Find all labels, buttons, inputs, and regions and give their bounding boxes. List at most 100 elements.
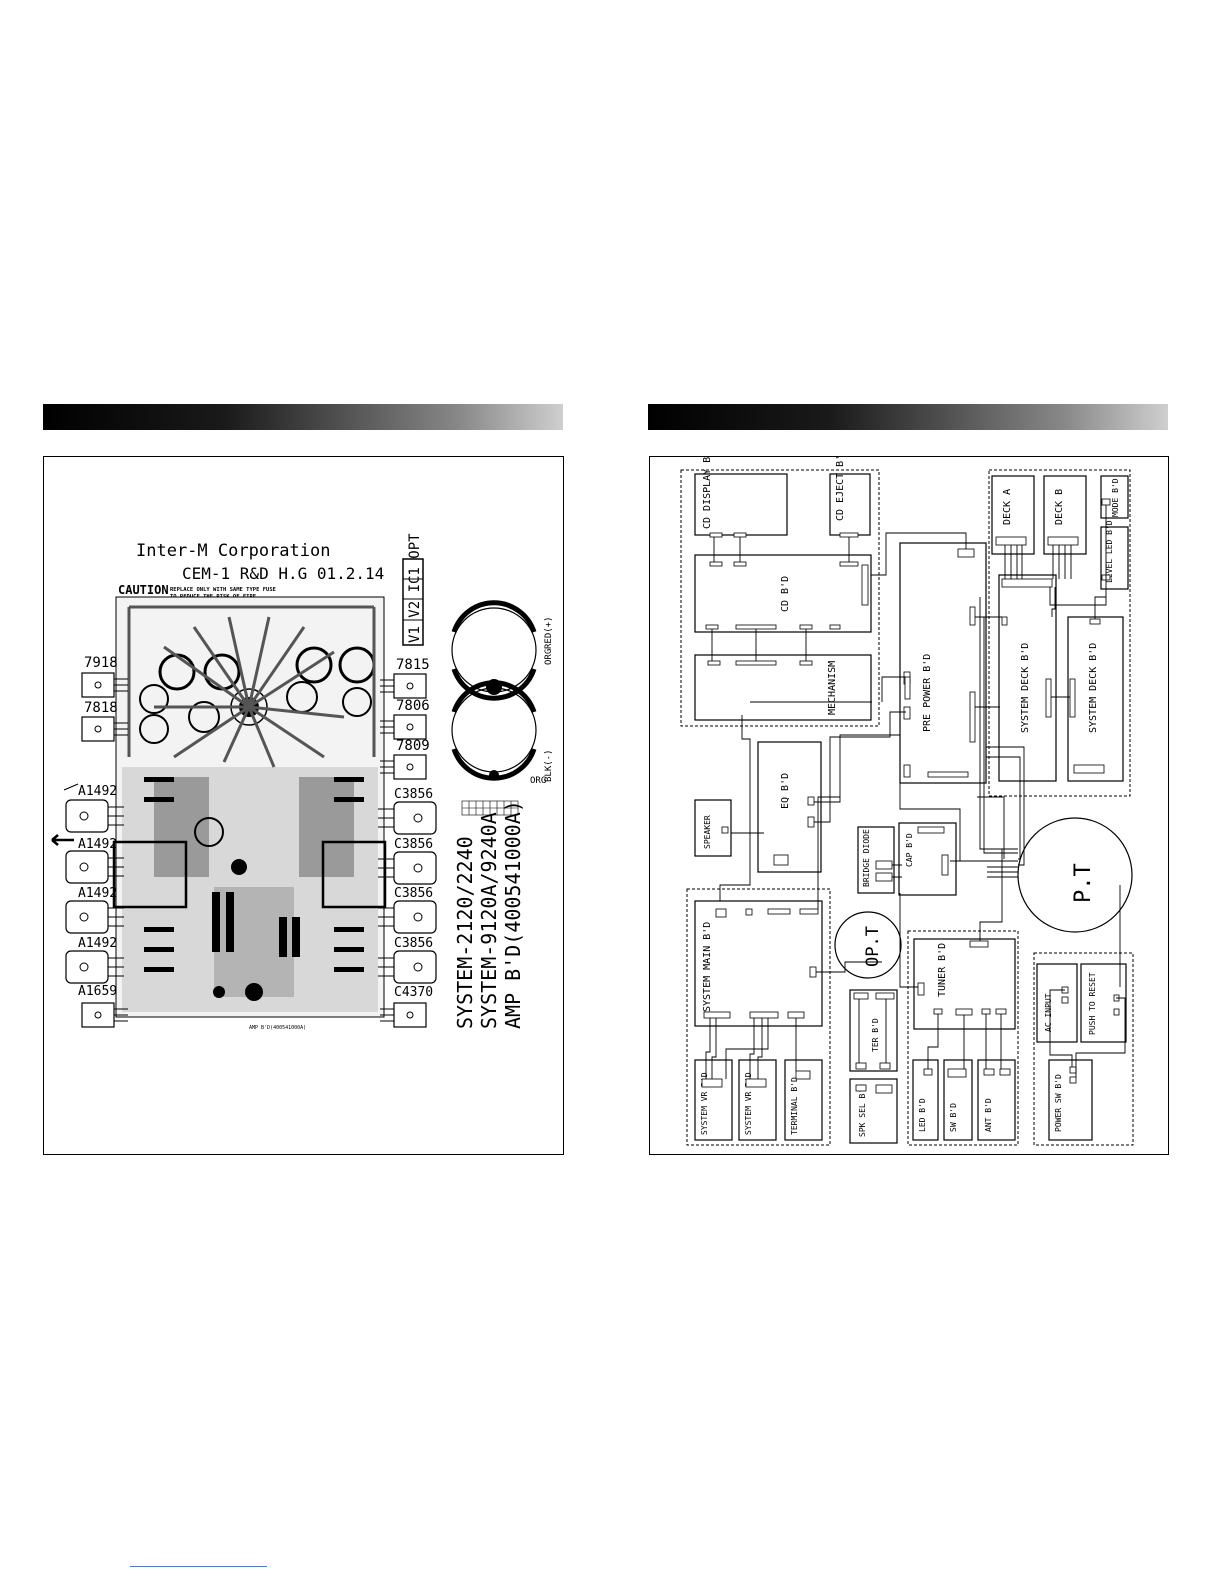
mode-board: MODE B'D	[1100, 475, 1129, 519]
deck-group	[988, 469, 1131, 797]
svg-text:TERMINAL B'D: TERMINAL B'D	[790, 1077, 799, 1135]
power-transformer: P.T	[1017, 817, 1133, 933]
svg-text:A1492: A1492	[78, 784, 117, 799]
transistor-right-1: C3856	[378, 787, 437, 835]
caution-line-1: REPLACE ONLY WITH SAME TYPE FUSE	[170, 587, 276, 593]
mechanism-board: MECHANISM	[694, 654, 872, 721]
system-vr-board-1: SYSTEM VR B'D	[694, 1059, 733, 1141]
spk-sel-board: SPK SEL B'D	[849, 1078, 898, 1144]
regulator-7815: 7815	[380, 657, 430, 699]
main-group	[686, 888, 831, 1146]
terminal-board: TERMINAL B'D	[784, 1059, 823, 1141]
svg-text:7806: 7806	[396, 698, 430, 714]
svg-text:C4370: C4370	[394, 985, 433, 1000]
svg-text:CD DISPLAY B'D: CD DISPLAY B'D	[702, 457, 713, 529]
push-to-reset-board: PUSH TO RESET	[1080, 963, 1127, 1043]
transistor-right-2: C3856	[378, 837, 437, 885]
svg-text:PRE POWER B'D: PRE POWER B'D	[922, 654, 933, 732]
system-vr-board-2: SYSTEM VR B'D	[738, 1059, 777, 1141]
transistor-left-5: A1659	[78, 984, 128, 1028]
tuner-board: TUNER B'D	[913, 938, 1016, 1030]
svg-text:PUSH TO RESET: PUSH TO RESET	[1088, 972, 1097, 1035]
filter-capacitor-bottom	[451, 680, 537, 781]
pre-power-board: PRE POWER B'D	[899, 542, 987, 784]
system-main-board: SYSTEM MAIN B'D	[694, 900, 823, 1027]
svg-text:7918: 7918	[84, 655, 118, 671]
wire-label-blk: BLK(-)	[544, 749, 554, 782]
tuner-group	[907, 930, 1019, 1146]
cd-eject-board: CD EJECT B'D	[829, 457, 871, 538]
cd-display-board: CD DISPLAY B'D	[694, 457, 788, 538]
level-led-board: LEVEL LED B'D	[1100, 520, 1129, 590]
cd-board: CD B'D	[694, 554, 872, 633]
svg-text:TER B'D: TER B'D	[871, 1018, 880, 1052]
svg-text:BRIDGE DIODE: BRIDGE DIODE	[862, 829, 871, 887]
transistor-right-4: C3856	[378, 936, 437, 984]
cap-board: CAP B'D	[898, 822, 957, 896]
svg-text:SW B'D: SW B'D	[949, 1103, 958, 1132]
regulator-7806: 7806	[380, 698, 430, 740]
transistor-right-3: C3856	[378, 886, 437, 934]
option-box: V1 V2 IC1 OPT	[402, 533, 424, 646]
svg-text:C3856: C3856	[394, 787, 433, 802]
transistor-left-1: A1492	[63, 783, 124, 833]
svg-text:SYSTEM VR B'D: SYSTEM VR B'D	[700, 1072, 709, 1135]
svg-text:EQ B'D: EQ B'D	[780, 773, 791, 809]
pcb-board: AMP B'D(400541000A)	[112, 596, 387, 1031]
svg-text:A1492: A1492	[78, 886, 117, 901]
svg-text:C3856: C3856	[394, 886, 433, 901]
caution-title: CAUTION	[118, 583, 169, 597]
ac-input-board: AC INPUT	[1036, 963, 1078, 1043]
svg-text:MODE B'D: MODE B'D	[1111, 478, 1120, 517]
svg-text:ANT B'D: ANT B'D	[984, 1098, 993, 1132]
svg-text:TUNER B'D: TUNER B'D	[937, 943, 948, 997]
amp-board-pcb-drawing: Inter-M Corporation CEM-1 R&D H.G 01.2.1…	[51, 533, 554, 1031]
svg-text:AC INPUT: AC INPUT	[1044, 993, 1053, 1032]
ant-board: ANT B'D	[977, 1059, 1016, 1141]
right-header-bar	[648, 404, 1168, 430]
output-transformer: OP.T	[834, 911, 902, 979]
regulator-7809: 7809	[380, 738, 430, 780]
footer-link-underline	[130, 1566, 267, 1567]
svg-text:SYSTEM DECK B'D: SYSTEM DECK B'D	[1088, 643, 1099, 733]
svg-text:7815: 7815	[396, 657, 430, 673]
svg-text:CD B'D: CD B'D	[780, 576, 791, 612]
cd-group	[680, 469, 880, 727]
pcb-board-small-label: AMP B'D(400541000A)	[249, 1025, 306, 1031]
svg-text:LEVEL LED B'D: LEVEL LED B'D	[1105, 520, 1114, 583]
svg-text:DECK B: DECK B	[1054, 489, 1065, 525]
svg-text:DECK A: DECK A	[1002, 489, 1013, 525]
svg-text:SYSTEM VR B'D: SYSTEM VR B'D	[744, 1072, 753, 1135]
model-line-2: SYSTEM-9120A/9240A	[477, 812, 501, 1029]
system-deck-board-1: SYSTEM DECK B'D	[998, 574, 1057, 782]
bridge-diode-board: BRIDGE DIODE	[857, 826, 895, 894]
svg-text:SYSTEM DECK B'D: SYSTEM DECK B'D	[1020, 643, 1031, 733]
wiring-diagram-panel: .b { fill:#fff; stroke:#000; stroke-widt…	[649, 456, 1169, 1155]
svg-text:7818: 7818	[84, 700, 118, 716]
svg-text:A1492: A1492	[78, 936, 117, 951]
speaker-board: SPEAKER	[694, 799, 732, 857]
system-deck-board-2: SYSTEM DECK B'D	[1067, 616, 1124, 782]
company-name: Inter-M Corporation	[136, 541, 330, 561]
transistor-left-3: A1492	[65, 886, 124, 934]
svg-text:SPK SEL B'D: SPK SEL B'D	[858, 1084, 867, 1137]
svg-text:POWER SW B'D: POWER SW B'D	[1054, 1074, 1063, 1132]
left-header-bar	[43, 404, 563, 430]
svg-text:P.T: P.T	[1071, 863, 1096, 903]
svg-text:LED B'D: LED B'D	[918, 1098, 927, 1132]
svg-text:CAP B'D: CAP B'D	[905, 833, 914, 867]
wire-label-red: RED(+)	[544, 616, 554, 649]
model-line-3: AMP B'D(400541000A)	[501, 800, 525, 1029]
svg-text:7809: 7809	[396, 738, 430, 754]
ter-board: TER B'D	[849, 989, 898, 1072]
svg-text:CD EJECT B'D: CD EJECT B'D	[835, 457, 846, 521]
regulator-7918: 7918	[81, 655, 128, 698]
svg-text:MECHANISM: MECHANISM	[827, 661, 838, 715]
deck-a-board: DECK A	[991, 475, 1035, 555]
transistor-left-4: A1492	[65, 936, 124, 984]
svg-text:SYSTEM MAIN B'D: SYSTEM MAIN B'D	[702, 922, 713, 1012]
regulator-7818: 7818	[81, 700, 128, 742]
wiring-diagram: .b { fill:#fff; stroke:#000; stroke-widt…	[680, 457, 1134, 1146]
jumper-table	[461, 800, 519, 816]
svg-text:OP.T: OP.T	[863, 926, 883, 967]
